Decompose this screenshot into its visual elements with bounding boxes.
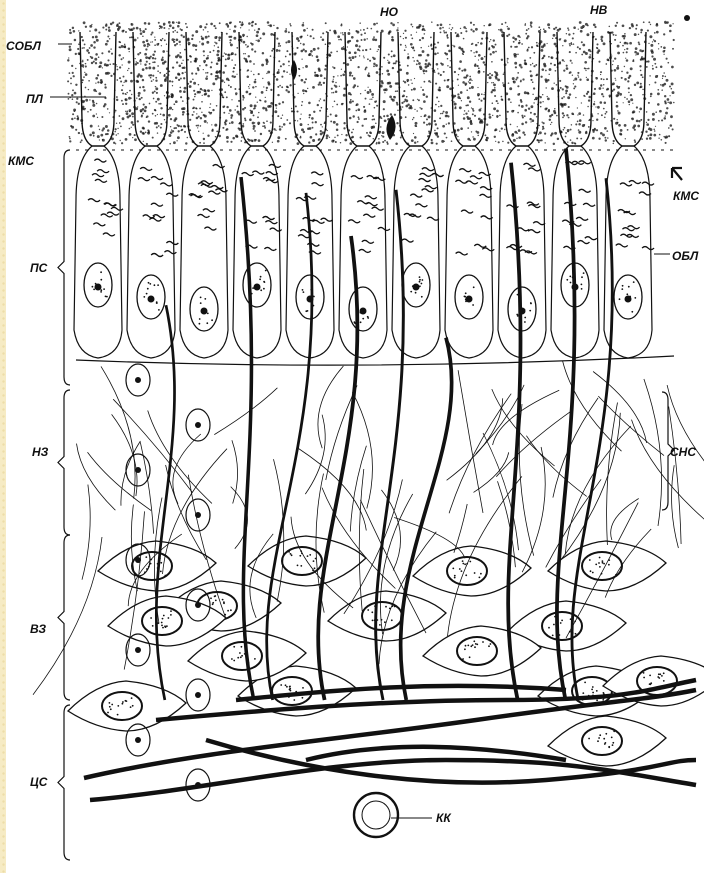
plexiform-boundary bbox=[76, 356, 674, 365]
neural-process bbox=[519, 404, 533, 556]
outer-segment bbox=[451, 32, 487, 146]
label-nz: НЗ bbox=[32, 446, 48, 458]
photoreceptor-body bbox=[180, 146, 228, 358]
neural-process bbox=[140, 442, 153, 534]
neural-process bbox=[173, 434, 201, 504]
axon bbox=[508, 163, 520, 700]
layer-bracket bbox=[58, 150, 70, 385]
label-ps: ПС bbox=[30, 262, 47, 274]
label-obl: ОБЛ bbox=[672, 250, 698, 262]
neural-process bbox=[350, 446, 366, 532]
capillary bbox=[354, 793, 398, 837]
neural-process bbox=[553, 398, 598, 498]
outer-segment bbox=[133, 32, 169, 146]
neural-process bbox=[112, 414, 137, 496]
outer-segment bbox=[239, 32, 275, 146]
label-kms-right: КМС bbox=[673, 190, 699, 202]
retina-drawing bbox=[6, 0, 704, 873]
photoreceptor-body bbox=[392, 146, 440, 358]
outer-segment bbox=[398, 32, 434, 146]
neural-process bbox=[124, 511, 144, 669]
label-kk: КК bbox=[436, 812, 451, 824]
neural-process bbox=[33, 537, 102, 695]
neural-process bbox=[667, 385, 704, 501]
label-pl: ПЛ bbox=[26, 93, 43, 105]
ganglion-cell bbox=[68, 681, 186, 731]
neural-process bbox=[474, 452, 509, 492]
dot-marker bbox=[684, 15, 690, 21]
neural-process bbox=[454, 504, 467, 553]
neural-process bbox=[101, 366, 135, 498]
photoreceptor-body bbox=[74, 146, 122, 358]
neural-process bbox=[121, 441, 140, 506]
layer-bracket bbox=[58, 390, 70, 535]
label-no: НО bbox=[380, 6, 398, 18]
outer-segment bbox=[345, 32, 381, 146]
nucleolus bbox=[413, 284, 420, 291]
nucleolus bbox=[254, 284, 261, 291]
neural-process bbox=[318, 366, 343, 448]
layer-bracket bbox=[58, 535, 70, 700]
neural-process bbox=[232, 440, 238, 503]
layer-bracket bbox=[58, 705, 70, 860]
neural-process bbox=[88, 452, 152, 510]
neural-process bbox=[359, 469, 364, 611]
label-vz: ВЗ bbox=[30, 623, 46, 635]
ganglion-cell bbox=[328, 591, 446, 641]
neural-process bbox=[492, 389, 555, 466]
axon bbox=[267, 193, 312, 700]
neural-process bbox=[458, 370, 483, 513]
label-kms-left: КМС bbox=[8, 155, 34, 167]
neural-process bbox=[113, 399, 192, 492]
nucleolus bbox=[148, 296, 155, 303]
dark-cone-marker bbox=[291, 60, 297, 80]
neural-process bbox=[214, 388, 277, 435]
neural-process bbox=[526, 436, 586, 497]
label-sns: СНС bbox=[670, 446, 696, 458]
retina-illustration: СОБЛ ПЛ КМС ПС НЗ ВЗ ЦС НО НВ КМС ОБЛ СН… bbox=[6, 0, 704, 873]
arrow-icon bbox=[672, 168, 682, 180]
outer-segment bbox=[186, 32, 222, 146]
neural-process bbox=[522, 447, 545, 572]
neural-process bbox=[598, 396, 664, 456]
neural-process bbox=[82, 485, 90, 580]
label-ts: ЦС bbox=[30, 776, 47, 788]
photoreceptor-body bbox=[445, 146, 493, 358]
label-sobl: СОБЛ bbox=[6, 40, 41, 52]
label-nv: НВ bbox=[590, 4, 607, 16]
neural-process bbox=[669, 407, 681, 545]
neural-process bbox=[352, 392, 372, 508]
neural-process bbox=[611, 499, 639, 541]
neural-process bbox=[148, 411, 212, 504]
neural-process bbox=[305, 415, 325, 494]
